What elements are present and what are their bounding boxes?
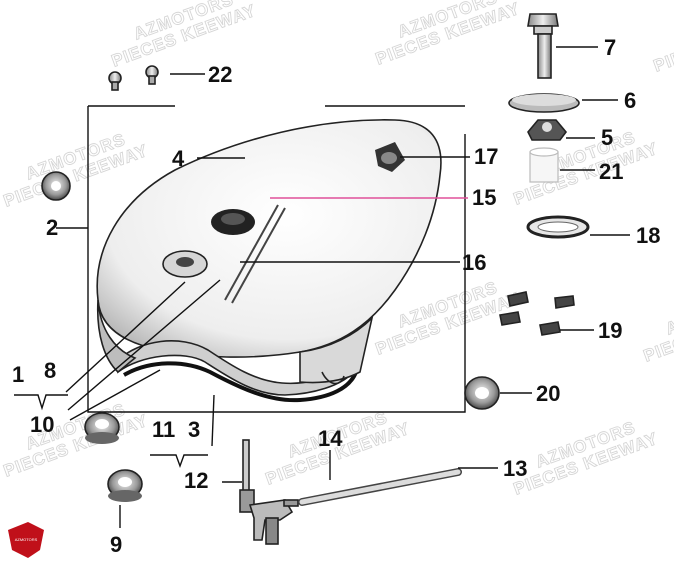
- callout-9: 9: [110, 532, 122, 557]
- azmotors-logo: AZMOTORS: [8, 522, 44, 558]
- callout-18: 18: [636, 223, 660, 248]
- callout-11: 11: [152, 417, 175, 442]
- callout-13: 13: [503, 456, 527, 481]
- seal-ring-part-18: [526, 215, 590, 239]
- assembly-frame: [87, 105, 466, 413]
- bolt-part-7: [527, 13, 559, 79]
- callout-6: 6: [624, 88, 636, 113]
- grommet-part-2: [41, 171, 71, 201]
- hose-part-13: [298, 468, 462, 506]
- washer-part-6: [508, 93, 580, 113]
- logo-text: AZMOTORS: [15, 537, 38, 542]
- callout-5: 5: [601, 125, 613, 150]
- callout-12: 12: [184, 468, 208, 493]
- callout-1: 1: [12, 362, 24, 387]
- callout-2: 2: [46, 215, 58, 240]
- callout-3: 3: [188, 417, 200, 442]
- callout-7: 7: [604, 35, 616, 60]
- callout-21: 21: [599, 159, 623, 184]
- callout-20: 20: [536, 381, 560, 406]
- callout-8: 8: [44, 358, 56, 383]
- callout-14: 14: [318, 426, 343, 451]
- fuel-valve-part-12: [239, 439, 299, 545]
- leader-lines: [14, 46, 630, 528]
- clip-nut-part-5: [527, 119, 568, 141]
- damper-part-9: [107, 469, 143, 502]
- callout-17: 17: [474, 144, 498, 169]
- bushing-part-20: [464, 376, 500, 410]
- fuel-tank: [96, 119, 442, 403]
- watermark-line1: AZMOTORS: [663, 285, 674, 339]
- callout-4: 4: [172, 146, 185, 171]
- nuts-part-19: [499, 291, 575, 336]
- screws-part-22: [108, 65, 159, 91]
- callout-16: 16: [462, 250, 486, 275]
- damper-part-10: [84, 412, 120, 444]
- callout-10: 10: [30, 412, 54, 437]
- callout-22: 22: [208, 62, 232, 87]
- spacer-part-21: [529, 147, 559, 183]
- callout-15: 15: [472, 185, 496, 210]
- callout-19: 19: [598, 318, 622, 343]
- watermark-line2: PIECES KEEWAY: [651, 6, 674, 76]
